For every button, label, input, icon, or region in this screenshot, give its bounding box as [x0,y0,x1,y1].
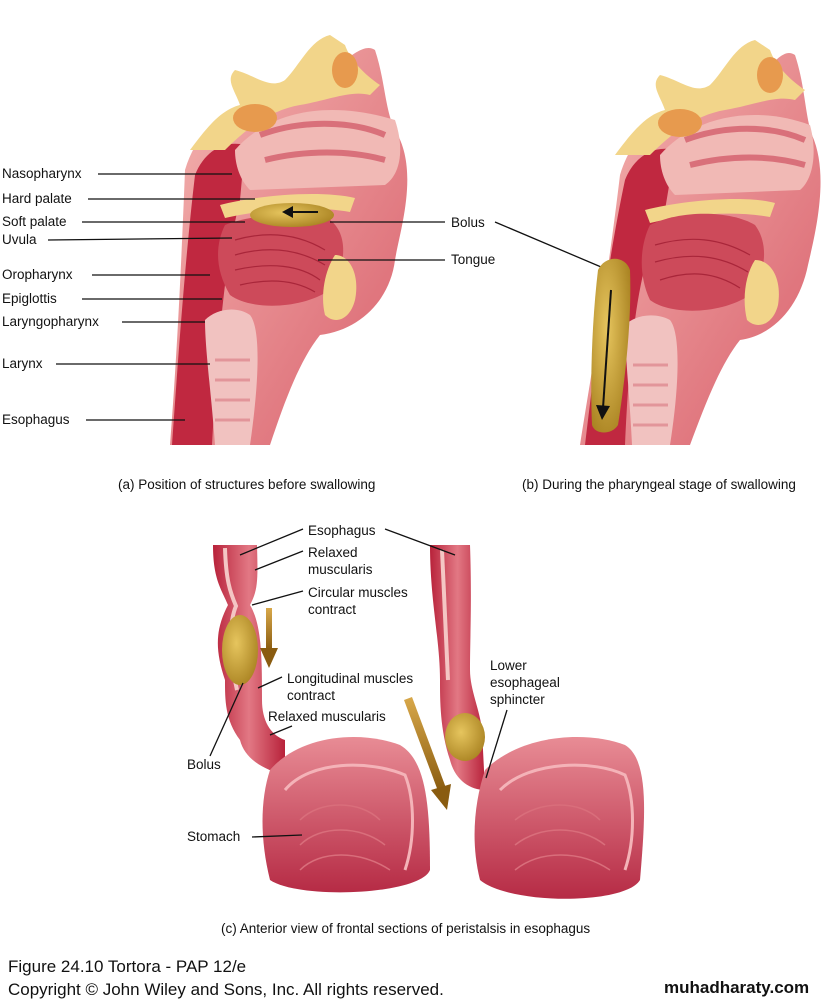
peristalsis-arrow-right [404,697,451,810]
mandible-b [744,260,779,325]
figure-reference: Figure 24.10 Tortora - PAP 12/e [8,957,246,976]
label-stomach: Stomach [187,829,240,844]
label-les-2: esophageal [490,675,560,690]
label-bolus-c: Bolus [187,757,221,772]
label-esophagus-a: Esophagus [2,412,70,427]
label-bolus-a: Bolus [451,215,485,230]
panel-c-labels: Esophagus Relaxed muscularis Circular mu… [187,523,560,844]
panel-a-labels: Nasopharynx Hard palate Soft palate Uvul… [2,166,621,427]
label-relaxed-2: muscularis [308,562,373,577]
panel-b-illustration [580,40,821,446]
mandible-a [323,255,357,320]
label-hard-palate: Hard palate [2,191,72,206]
watermark-brand: muhadharaty.com [664,978,809,997]
label-relaxed-1: Relaxed [308,545,358,560]
bolus-c-right [445,713,485,761]
label-epiglottis: Epiglottis [2,291,57,306]
bolus-c-left [222,615,258,685]
panel-a-illustration [170,35,408,446]
label-laryngopharynx: Laryngopharynx [2,314,99,329]
panel-c-right-illustration [404,545,645,899]
copyright-notice: Copyright © John Wiley and Sons, Inc. Al… [8,980,444,999]
label-longitudinal-1: Longitudinal muscles [287,671,413,686]
label-nasopharynx: Nasopharynx [2,166,82,181]
label-relaxed-lower: Relaxed muscularis [268,709,386,724]
label-esophagus-c: Esophagus [308,523,376,538]
label-longitudinal-2: contract [287,688,335,703]
larynx-a [205,309,258,445]
label-soft-palate: Soft palate [2,214,67,229]
label-les-3: sphincter [490,692,545,707]
peristalsis-arrow-left [260,608,278,668]
caption-b: (b) During the pharyngeal stage of swall… [522,477,796,492]
larynx-b [625,315,678,445]
label-les-1: Lower [490,658,527,673]
bolus-b [591,258,631,433]
pharynx-wall-a [172,143,245,445]
caption-a: (a) Position of structures before swallo… [118,477,375,492]
stomach-right [474,737,645,899]
caption-c: (c) Anterior view of frontal sections of… [221,921,590,936]
label-larynx: Larynx [2,356,43,371]
bolus-arrow-a [282,206,318,218]
label-oropharynx: Oropharynx [2,267,73,282]
bolus-arrow-b [596,289,612,420]
tongue-b [641,213,765,311]
label-uvula: Uvula [2,232,37,247]
panel-c-left-illustration [213,545,430,893]
label-circular-2: contract [308,602,356,617]
label-tongue: Tongue [451,252,495,267]
label-circular-1: Circular muscles [308,585,408,600]
